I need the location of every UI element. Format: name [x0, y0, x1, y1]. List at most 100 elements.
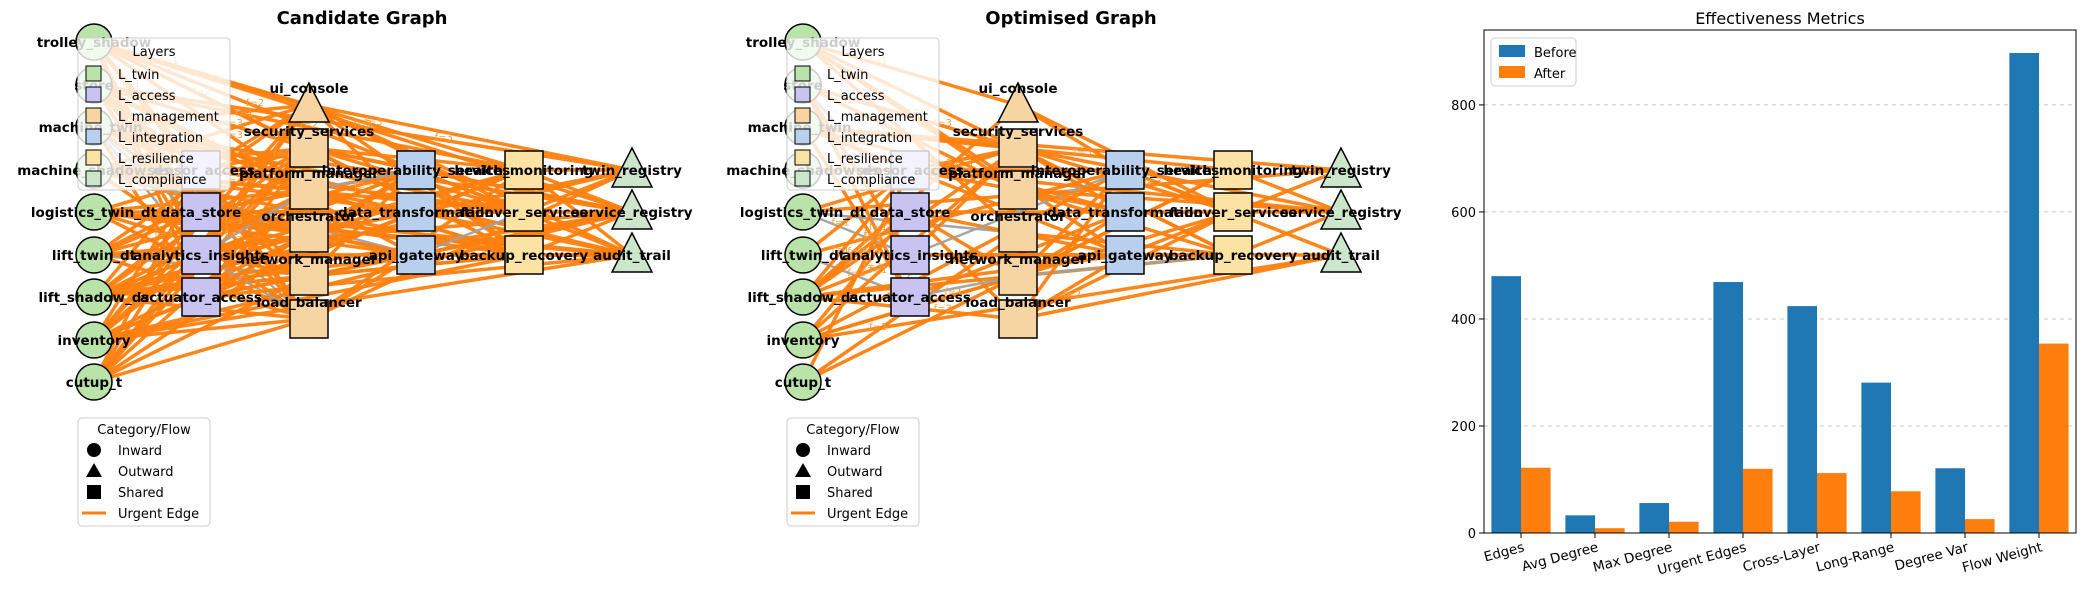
shared-node	[890, 235, 930, 275]
inward-marker	[796, 443, 810, 457]
shared-node	[396, 150, 436, 190]
node-label: cutup_t	[66, 375, 123, 391]
layer-legend-label: L_management	[827, 110, 928, 125]
shared-node	[289, 128, 329, 168]
shared-node	[998, 128, 1038, 168]
node-label: lift_shadow_ds	[39, 290, 150, 306]
node-label: orchestrator	[970, 209, 1066, 225]
y-tick-label: 400	[1451, 313, 1476, 328]
urgent-edge	[93, 317, 310, 384]
inward-node	[784, 363, 822, 401]
outward-node	[996, 81, 1040, 123]
node-label: actuator_access	[140, 290, 262, 306]
layer-legend-label: L_integration	[827, 131, 912, 146]
node-label: network_manager	[241, 252, 378, 268]
legend-title: Layers	[132, 45, 175, 60]
urgent-edge	[93, 274, 310, 384]
flow-label: f=3	[364, 202, 382, 213]
node-label: cutup_t	[775, 375, 832, 391]
graph-title: Optimised Graph	[985, 8, 1156, 29]
node-label: load_balancer	[965, 295, 1071, 311]
node-label: health_monitoring	[1163, 163, 1302, 179]
node-label: data_store	[161, 205, 242, 221]
shared-marker	[796, 485, 810, 499]
layer-swatch	[794, 170, 811, 187]
flow-label: f=3	[863, 262, 881, 273]
flow-label: f=3	[934, 118, 952, 129]
outward-marker	[86, 463, 102, 477]
node-label: network_manager	[950, 252, 1087, 268]
category-legend-label: Outward	[827, 465, 883, 480]
flow-label: f=2	[300, 120, 318, 131]
node-label: twin_registry	[582, 163, 682, 179]
flow-label: f=3	[225, 130, 243, 141]
layer-swatch	[85, 65, 102, 82]
y-tick-label: 800	[1451, 99, 1476, 114]
legend-title: Category/Flow	[97, 423, 191, 438]
bar-before	[1935, 468, 1965, 533]
shared-node	[998, 256, 1038, 296]
shared-node	[504, 150, 544, 190]
shared-node	[998, 170, 1038, 210]
node-label: backup_recovery	[460, 248, 588, 264]
urgent-edge	[909, 168, 1342, 214]
bar-after	[1891, 491, 1921, 533]
bar-before	[1565, 515, 1595, 533]
flow-label: f=1	[944, 287, 962, 298]
flow-label: f=1	[831, 217, 849, 228]
layer-legend-label: L_management	[118, 110, 219, 125]
layer-legend-label: L_resilience	[118, 152, 194, 167]
x-tick-label: Flow Weight	[1961, 539, 2044, 576]
node-label: data_transformation	[1047, 205, 1203, 221]
inward-node	[75, 321, 113, 359]
flow-label: f=2	[246, 98, 264, 109]
layer-swatch	[85, 107, 102, 124]
outward-node	[610, 231, 654, 273]
flow-label: f=3	[435, 132, 453, 143]
outward-node	[1319, 146, 1363, 188]
legend-frame	[786, 37, 940, 191]
node-label: platform_manager	[239, 166, 379, 182]
layer-swatch	[794, 149, 811, 166]
flow-label: f=3	[1144, 177, 1162, 188]
x-tick-label: Edges	[1482, 539, 1526, 565]
flow-label: f=3	[225, 118, 243, 129]
node-label: platform_manager	[948, 166, 1088, 182]
node-label: inventory	[767, 333, 840, 349]
candidate-graph-panel: Candidate Graphf=1f=2f=3f=1f=2f=3f=1f=2f…	[17, 8, 693, 527]
node-label: ui_console	[979, 81, 1058, 97]
node-label: api_gateway	[369, 248, 464, 264]
bar-before	[1639, 503, 1669, 533]
urgent-edge	[909, 210, 1126, 299]
layer-swatch	[85, 149, 102, 166]
node-label: load_balancer	[256, 295, 362, 311]
inward-node	[75, 278, 113, 316]
shared-node	[289, 170, 329, 210]
node-label: audit_trail	[1302, 248, 1380, 264]
flow-label: f=3	[1073, 147, 1091, 158]
layers-legend: LayersL_twinL_accessL_managementL_integr…	[77, 37, 231, 191]
node-label: twin_registry	[1291, 163, 1391, 179]
shared-node	[1213, 192, 1253, 232]
legend-title: Layers	[841, 45, 884, 60]
graph-title: Candidate Graph	[277, 8, 448, 29]
node-label: actuator_access	[849, 290, 971, 306]
category-legend-label: Shared	[118, 486, 164, 501]
node-label: failover_services	[460, 205, 587, 221]
outward-node	[287, 81, 331, 123]
node-label: interoperability_services	[322, 163, 510, 179]
category-legend-label: Inward	[827, 444, 871, 459]
node-label: lift_shadow_ds	[748, 290, 859, 306]
legend-title: Category/Flow	[806, 423, 900, 438]
category-legend-label: Outward	[118, 465, 174, 480]
legend-swatch	[1499, 66, 1525, 78]
urgent-edge	[415, 210, 633, 257]
flow-label: f=3	[225, 175, 243, 186]
outward-node	[1319, 188, 1363, 230]
inward-node	[784, 236, 822, 274]
flow-label: f=3	[863, 230, 881, 241]
flow-label: f=3	[934, 303, 952, 314]
flow-label: f=3	[863, 236, 881, 247]
shared-node	[396, 235, 436, 275]
